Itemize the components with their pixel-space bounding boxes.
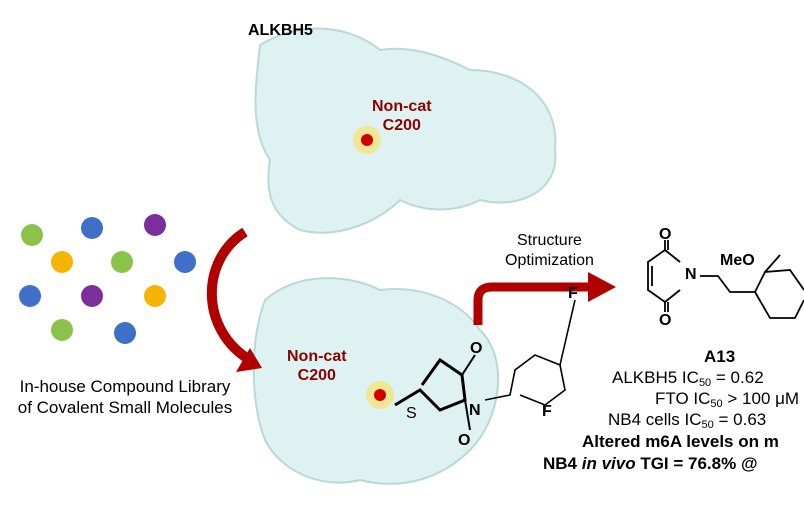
compound-dot xyxy=(114,322,136,344)
optimization-arrow xyxy=(473,282,590,325)
atom-o: O xyxy=(659,226,672,243)
in-vivo-tgi: NB4 in vivo TGI = 76.8% @ xyxy=(543,454,758,474)
compound-dot xyxy=(81,217,103,239)
fto-ic50: FTO IC50 > 100 μM xyxy=(655,389,799,410)
label: NB4 cells IC xyxy=(608,410,702,429)
value: = 0.63 xyxy=(713,410,767,429)
atom-o: O xyxy=(659,312,672,329)
compound-dot xyxy=(144,214,166,236)
site-label-line2: C200 xyxy=(297,367,336,384)
atom-n: N xyxy=(469,402,481,419)
label: ALKBH5 IC xyxy=(612,368,699,387)
value: > 100 μM xyxy=(722,389,800,408)
compound-dot xyxy=(174,251,196,273)
protein-surface-top xyxy=(254,27,557,234)
subscript: 50 xyxy=(710,398,723,410)
site-label-bottom: Non-cat C200 xyxy=(287,347,347,385)
m6a-note: Altered m6A levels on m xyxy=(582,432,779,451)
optimization-label-line2: Optimization xyxy=(505,252,594,269)
subscript: 50 xyxy=(698,377,712,389)
site-label-line2: C200 xyxy=(382,117,421,134)
optimization-label: Structure Optimization xyxy=(505,231,594,271)
value: TGI = 76.8% @ xyxy=(635,454,758,473)
bound-ligand-structure xyxy=(394,354,476,431)
compound-dot xyxy=(21,224,43,246)
protein-surface-bottom xyxy=(252,277,500,485)
compound-dot xyxy=(81,285,103,307)
subscript: 50 xyxy=(701,419,714,431)
site-label-top: Non-cat C200 xyxy=(372,97,432,135)
cysteine-site-marker xyxy=(361,134,373,146)
compound-library-dots xyxy=(19,214,196,344)
compound-dot xyxy=(51,251,73,273)
label: NB4 xyxy=(543,454,582,473)
atom-s: S xyxy=(406,405,417,422)
compound-name: A13 xyxy=(704,347,736,366)
compound-dot xyxy=(144,285,166,307)
methoxy-label: MeO xyxy=(720,252,755,269)
optimization-arrowhead xyxy=(588,272,616,302)
difluorobenzyl-group xyxy=(484,299,576,410)
library-caption-line1: In-house Compound Library xyxy=(19,377,231,396)
alkbh5-ic50: ALKBH5 IC50 = 0.62 xyxy=(612,368,764,389)
atom-o: O xyxy=(458,432,471,449)
a13-structure xyxy=(647,240,804,319)
atom-f: F xyxy=(568,285,578,302)
compound-dot xyxy=(111,251,133,273)
protein-label: ALKBH5 xyxy=(248,22,313,39)
in-vivo-italic: in vivo xyxy=(581,454,636,473)
cysteine-site-marker xyxy=(374,389,386,401)
label: FTO IC xyxy=(655,389,711,408)
atom-o: O xyxy=(470,340,483,357)
nb4-ic50: NB4 cells IC50 = 0.63 xyxy=(608,410,766,431)
compound-dot xyxy=(19,285,41,307)
atom-n: N xyxy=(685,266,697,283)
site-label-line1: Non-cat xyxy=(372,98,432,115)
site-label-line1: Non-cat xyxy=(287,348,347,365)
library-caption: In-house Compound Library of Covalent Sm… xyxy=(0,376,250,418)
atom-f: F xyxy=(542,403,552,420)
curved-arrowhead xyxy=(236,348,262,372)
curved-arrow xyxy=(206,227,253,365)
compound-dot xyxy=(51,319,73,341)
optimization-label-line1: Structure xyxy=(517,232,582,249)
library-caption-line2: of Covalent Small Molecules xyxy=(17,398,233,417)
value: = 0.62 xyxy=(711,368,764,387)
